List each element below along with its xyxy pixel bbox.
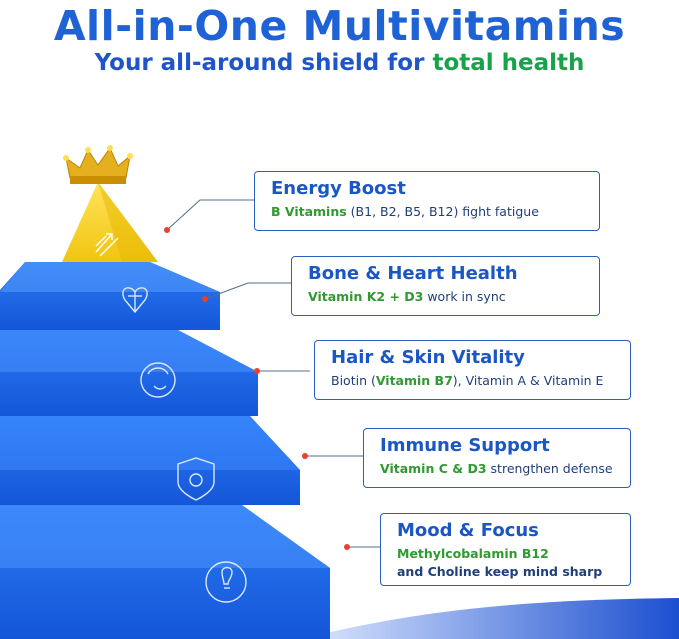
page-title: All-in-One Multivitamins [53, 2, 626, 50]
energy-growth-icon [95, 233, 119, 257]
card-description: Biotin (Vitamin B7), Vitamin A & Vitamin… [331, 373, 604, 388]
subtitle-main: Your all-around shield for [94, 50, 433, 76]
pyramid-tier-3 [0, 330, 258, 416]
card-description: B Vitamins (B1, B2, B5, B12) fight fatig… [271, 204, 539, 219]
shield-icon [177, 457, 215, 501]
pyramid-top [62, 182, 158, 262]
hair-face-icon [140, 362, 176, 398]
pyramid-tier-2 [0, 262, 220, 330]
card-bone-heart-health: Bone & Heart Health Vitamin K2 + D3 work… [291, 256, 600, 316]
brain-lightbulb-icon [205, 561, 247, 603]
card-title: Hair & Skin Vitality [331, 347, 525, 368]
card-title: Mood & Focus [397, 520, 539, 541]
card-title: Immune Support [380, 435, 550, 456]
connector-lines [166, 199, 380, 548]
card-title: Energy Boost [271, 178, 406, 199]
pyramid-tier-5 [0, 505, 330, 639]
card-title: Bone & Heart Health [308, 263, 518, 284]
subtitle-accent: total health [432, 50, 585, 76]
card-description: Vitamin K2 + D3 work in sync [308, 289, 506, 304]
card-energy-boost: Energy Boost B Vitamins (B1, B2, B5, B12… [254, 171, 600, 231]
connector-dots [164, 227, 350, 550]
heart-bone-icon [122, 287, 148, 314]
crown-icon [63, 145, 133, 184]
card-hair-skin-vitality: Hair & Skin Vitality Biotin (Vitamin B7)… [314, 340, 631, 400]
pyramid-tier-4 [0, 416, 300, 505]
page-subtitle: Your all-around shield for total health [0, 50, 679, 76]
card-immune-support: Immune Support Vitamin C & D3 strengthen… [363, 428, 631, 488]
card-description: Vitamin C & D3 strengthen defense [380, 461, 613, 476]
bottom-wave [300, 598, 679, 639]
